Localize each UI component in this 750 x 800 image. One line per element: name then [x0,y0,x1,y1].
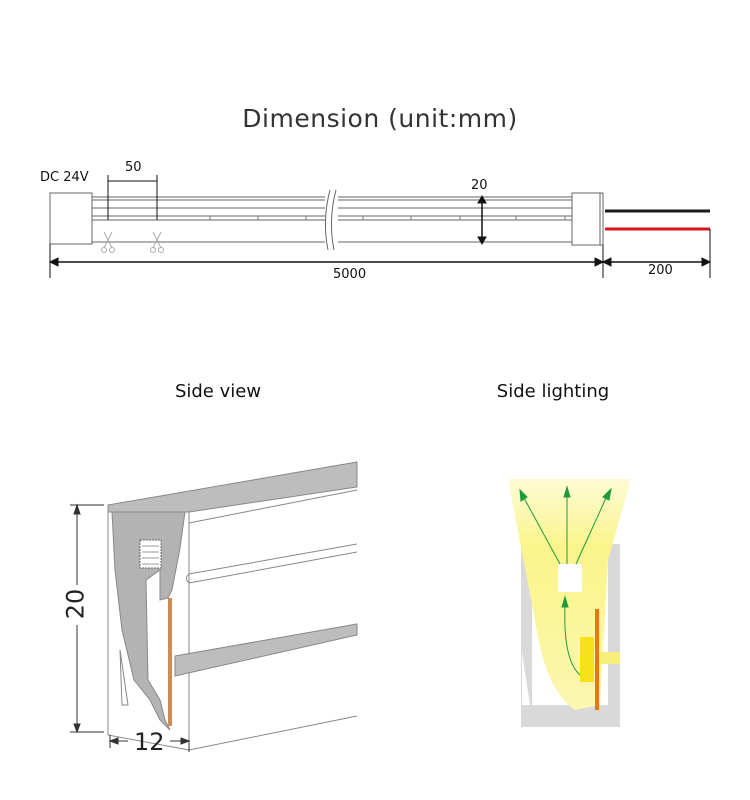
height-arrow [477,194,487,246]
side-glow [598,652,620,664]
cut-interval-label: 50 [125,160,142,175]
page-title: Dimension (unit:mm) [242,104,518,133]
side-height-dimension [70,503,104,734]
end-cap-left [49,192,93,245]
profile-cross-section [111,511,186,731]
profile-top-surface [107,461,358,513]
side-view-heading: Side view [174,381,262,402]
voltage-label: DC 24V [40,170,89,185]
side-view-drawing [70,461,358,752]
scissors-icon [101,231,115,253]
break-mark-icon [324,188,338,251]
led-chip [580,637,594,682]
strip-height-label: 20 [471,178,488,193]
vent-pattern [139,539,162,569]
wire-length-label: 200 [648,263,673,278]
lens-window [558,564,582,592]
strip-diagram [48,175,712,278]
pcb-strip [168,598,172,726]
side-height-label: 20 [61,588,90,620]
side-lighting-heading: Side lighting [496,381,610,402]
side-width-label: 12 [134,728,165,756]
length-dimension [48,229,712,278]
scissors-icon [150,231,164,253]
pcb-strip [595,609,599,710]
side-lighting-drawing [508,479,631,727]
strip-length-label: 5000 [333,267,367,282]
cut-interval-dimension [107,175,158,220]
light-direction-arrows [519,485,612,676]
side-width-dimension [108,735,191,752]
lens-band [174,623,358,677]
end-cap-right [571,192,604,246]
